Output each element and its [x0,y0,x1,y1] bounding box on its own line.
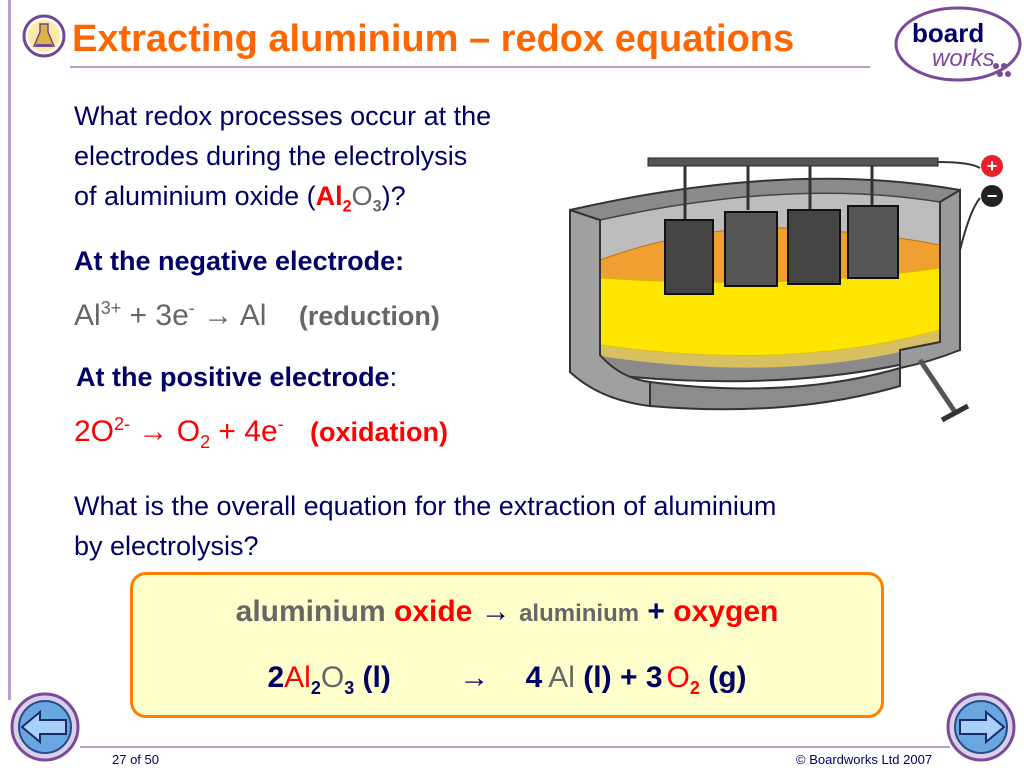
intro-question: What redox processes occur at the electr… [74,96,491,226]
molten-aluminium [600,330,940,368]
arrow-left-icon [20,709,67,745]
svg-text:works: works [932,45,995,72]
bus-bar [647,157,939,167]
arrow-right-icon [959,709,1006,745]
positive-electrode-heading: At the positive electrode: [76,362,397,393]
positive-heading-colon: : [389,362,398,392]
intro-line-2: electrodes during the electrolysis [74,141,468,171]
positive-terminal-icon [981,155,1003,177]
word-aluminium: aluminium [235,595,386,628]
cell-base [649,366,901,411]
sym-o: O [320,661,345,694]
electrons-4: + 4e [210,415,278,448]
intro-line-3: of aluminium oxide (Al2O3)? [74,176,491,226]
word-plus: + [647,595,665,628]
word-aluminium-product: aluminium [519,600,640,627]
left-frame-rule [8,0,11,700]
footer-rule [80,746,950,748]
al-ion-charge: 3+ [100,298,122,318]
cell-front-wall-right [899,188,961,370]
oxygen-sub: 2 [200,432,211,452]
state-l-1: (l) [362,661,391,694]
sym-o2: O [666,661,690,694]
reduction-equation: Al3+ + 3e- → Al (reduction) [74,298,440,333]
copyright: © Boardworks Ltd 2007 [796,752,933,767]
anode-wire [937,161,981,169]
sym-o2-sub: 2 [689,678,700,698]
overall-line-2: by electrolysis? [74,531,259,561]
coef-3: 3 [645,661,663,694]
page-counter: 27 of 50 [112,752,159,767]
positive-heading-text: At the positive electrode [76,362,390,392]
cathode-tap-end [940,403,970,423]
next-slide-button[interactable] [944,690,1018,764]
overall-equation-box: aluminium oxide → aluminium + oxygen 2Al… [130,572,884,718]
negative-terminal-icon [981,185,1003,207]
word-oxide: oxide [394,595,473,628]
formula-o: O [351,181,373,211]
cathode-tap [917,358,958,414]
electrons-3: + 3e [121,299,189,332]
intro-line-3-end: )? [381,181,406,211]
electron-charge: - [188,298,195,318]
sym-al-sub: 2 [310,678,321,698]
minus-sign: − [987,186,998,206]
formula-al-sub: 2 [342,197,352,216]
negative-electrode-heading: At the negative electrode: [74,246,405,276]
formula-al: Al [315,181,343,211]
reaction-arrow: → [194,299,240,332]
intro-line-1: What redox processes occur at the [74,101,492,131]
svg-text:board: board [912,18,984,48]
oxide-ion-charge: 2- [114,414,131,434]
coef-4: 4 [525,661,543,694]
word-arrow: → [480,595,511,628]
oxygen-product: O [176,415,201,448]
intro-line-3-text: of aluminium oxide ( [74,181,316,211]
al-product: Al [239,299,267,332]
chemistry-flask-icon [22,14,66,58]
sym-al: Al [284,661,311,694]
electrolysis-cell-diagram: + − [569,155,1003,423]
oxide-ion: 2O [74,415,115,448]
al-ion: Al [74,299,101,332]
reduction-label: (reduction) [298,301,440,331]
sym-arrow: → [459,661,490,694]
electron-charge: - [277,414,284,434]
reaction-arrow: → [130,415,177,448]
plus-sign: + [987,156,998,176]
formula-o-sub: 3 [372,197,382,216]
boardworks-logo: board works [894,6,1022,82]
coef-2: 2 [267,661,285,694]
state-g: (g) [708,661,747,694]
cathode-wire [959,197,981,251]
sym-plus: + [619,661,638,694]
oxidation-label: (oxidation) [309,417,448,447]
overall-question: What is the overall equation for the ext… [74,486,776,566]
page-title: Extracting aluminium – redox equations [72,18,795,60]
sym-o-sub: 3 [344,678,355,698]
word-equation: aluminium oxide → aluminium + oxygen [133,595,881,629]
oxidation-equation: 2O2- → O2 + 4e- (oxidation) [74,414,448,453]
sym-al-product: Al [548,661,575,694]
state-l-2: (l) [583,661,612,694]
title-underline [70,66,870,68]
previous-slide-button[interactable] [8,690,82,764]
overall-line-1: What is the overall equation for the ext… [74,491,777,521]
word-oxygen: oxygen [673,595,779,628]
graphite-anodes [664,166,899,295]
